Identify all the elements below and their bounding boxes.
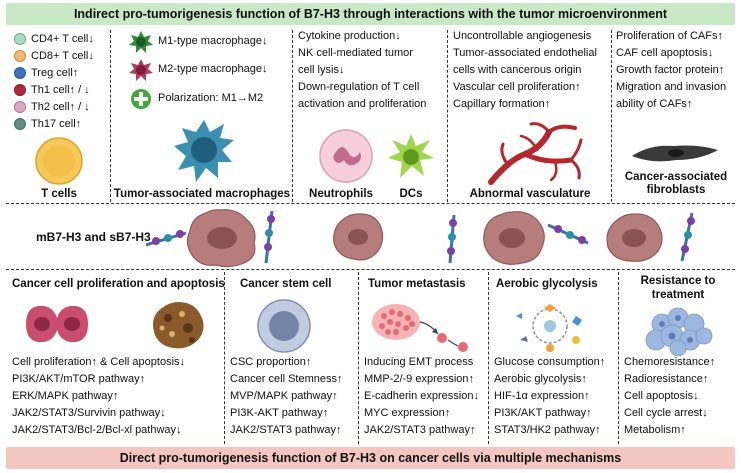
b7h3-receptor-icon	[680, 212, 695, 262]
glycolysis-effects: Glucose consumption↑ Aerobic glycolysis↑…	[494, 356, 606, 436]
metastasis-cluster-icon	[372, 304, 468, 352]
divider	[224, 272, 225, 444]
b7h3-receptor-icon	[547, 223, 589, 245]
b7h3-row: mB7-H3 and sB7-H3	[6, 205, 735, 269]
macrophage-caption: Tumor-associated macrophages	[113, 188, 291, 200]
macrophage-icon	[174, 120, 234, 182]
middle-label: mB7-H3 and sB7-H3	[36, 230, 151, 244]
tcell-item: Treg cell↑	[14, 64, 94, 81]
resistance-panel: Resistance to treatment Chemoresistance↑…	[620, 272, 736, 444]
vasculature-caption: Abnormal vasculature	[469, 188, 591, 200]
divider	[488, 272, 489, 444]
divider	[611, 30, 612, 202]
vasculature-effects: Uncontrollable angiogenesis Tumor-associ…	[453, 30, 597, 110]
dcs-caption: DCs	[399, 188, 423, 200]
apoptotic-cell-icon	[153, 302, 204, 349]
fibroblast-icon	[632, 145, 718, 162]
b7h3-receptor-icon	[264, 210, 275, 264]
caf-caption: Cancer-associated fibroblasts	[624, 171, 728, 196]
divider	[6, 269, 735, 270]
stem-cell-panel: Cancer stem cell CSC proportion↑ Cancer …	[228, 272, 354, 444]
tcell-item: Th1 cell↑ / ↓	[14, 81, 94, 98]
tcells-caption: T cells	[41, 188, 77, 200]
divider	[358, 272, 359, 444]
glycolysis-cycle-icon	[516, 304, 582, 352]
divider	[110, 30, 111, 202]
dendritic-cell-icon	[388, 134, 434, 178]
th1-dot-icon	[14, 83, 26, 96]
tcell-item: CD4+ T cell↓	[14, 30, 94, 47]
caf-panel: Proliferation of CAFs↑ CAF cell apoptosi…	[614, 28, 738, 203]
divider	[447, 30, 448, 202]
tcell-item: CD8+ T cell↓	[14, 47, 94, 64]
tumor-cell-icon	[333, 213, 384, 261]
neutrophil-panel: Cytokine production↓ NK cell-mediated tu…	[296, 28, 446, 203]
metastasis-title: Tumor metastasis	[368, 278, 466, 290]
macrophage-panel: M1-type macrophage↓ M2-type macrophage↓ …	[112, 28, 292, 203]
proliferation-effects: Cell proliferation↑ & Cell apoptosis↓ PI…	[12, 356, 186, 436]
resistance-effects: Chemoresistance↑ Radioresistance↑ Cell a…	[624, 356, 716, 436]
neutrophil-icon	[319, 129, 373, 183]
glycolysis-title: Aerobic glycolysis	[496, 278, 598, 290]
m1-label: M1-type macrophage↓	[158, 35, 268, 47]
tcell-item: Th2 cell↑ / ↓	[14, 98, 94, 115]
proliferation-title: Cancer cell proliferation and apoptosis	[12, 278, 225, 290]
metastasis-effects: Inducing EMT process MMP-2/-9 expression…	[364, 356, 479, 436]
bottom-banner: Direct pro-tumorigenesis function of B7-…	[6, 447, 735, 469]
th17-dot-icon	[14, 117, 26, 130]
tumor-cell-icon	[483, 211, 545, 265]
treg-dot-icon	[14, 66, 26, 79]
top-banner: Indirect pro-tumorigenesis function of B…	[6, 3, 735, 25]
b7h3-receptor-icon	[146, 230, 187, 247]
b7h3-receptor-icon	[447, 214, 457, 264]
polarization-plus-icon	[131, 89, 151, 109]
stem-effects: CSC proportion↑ Cancer cell Stemness↑ MV…	[230, 356, 343, 436]
dividing-cell-icon	[26, 305, 88, 343]
proliferation-panel: Cancer cell proliferation and apoptosis …	[8, 272, 225, 444]
divider	[292, 30, 293, 202]
m2-macrophage-icon	[129, 59, 153, 81]
stem-cell-icon	[257, 299, 311, 353]
glycolysis-panel: Aerobic glycolysis Glucose consumption↑ …	[492, 272, 616, 444]
polarization-label: Polarization: M1→M2	[158, 92, 264, 104]
cd4-dot-icon	[14, 32, 26, 45]
neutrophil-effects: Cytokine production↓ NK cell-mediated tu…	[298, 30, 427, 110]
tumor-cell-icon	[186, 209, 256, 268]
th2-dot-icon	[14, 100, 26, 113]
tcell-list: CD4+ T cell↓ CD8+ T cell↓ Treg cell↑ Th1…	[14, 30, 94, 132]
resistance-title: Resistance to treatment	[640, 275, 716, 301]
tcells-panel: CD4+ T cell↓ CD8+ T cell↓ Treg cell↑ Th1…	[8, 28, 110, 203]
tumor-cell-icon	[606, 213, 663, 262]
vasculature-icon	[488, 122, 583, 185]
vasculature-panel: Uncontrollable angiogenesis Tumor-associ…	[451, 28, 609, 203]
t-cell-icon	[35, 137, 83, 185]
caf-effects: Proliferation of CAFs↑ CAF cell apoptosi…	[616, 30, 727, 110]
tcell-item: Th17 cell↑	[14, 115, 94, 132]
m2-label: M2-type macrophage↓	[158, 63, 268, 75]
divider	[6, 203, 735, 204]
neutrophils-caption: Neutrophils	[309, 188, 373, 200]
divider	[618, 272, 619, 444]
metastasis-panel: Tumor metastasis Inducing EMT process MM…	[362, 272, 486, 444]
stem-title: Cancer stem cell	[240, 278, 332, 290]
resistant-cluster-icon	[645, 307, 713, 356]
cd8-dot-icon	[14, 49, 26, 62]
m1-macrophage-icon	[129, 31, 153, 53]
